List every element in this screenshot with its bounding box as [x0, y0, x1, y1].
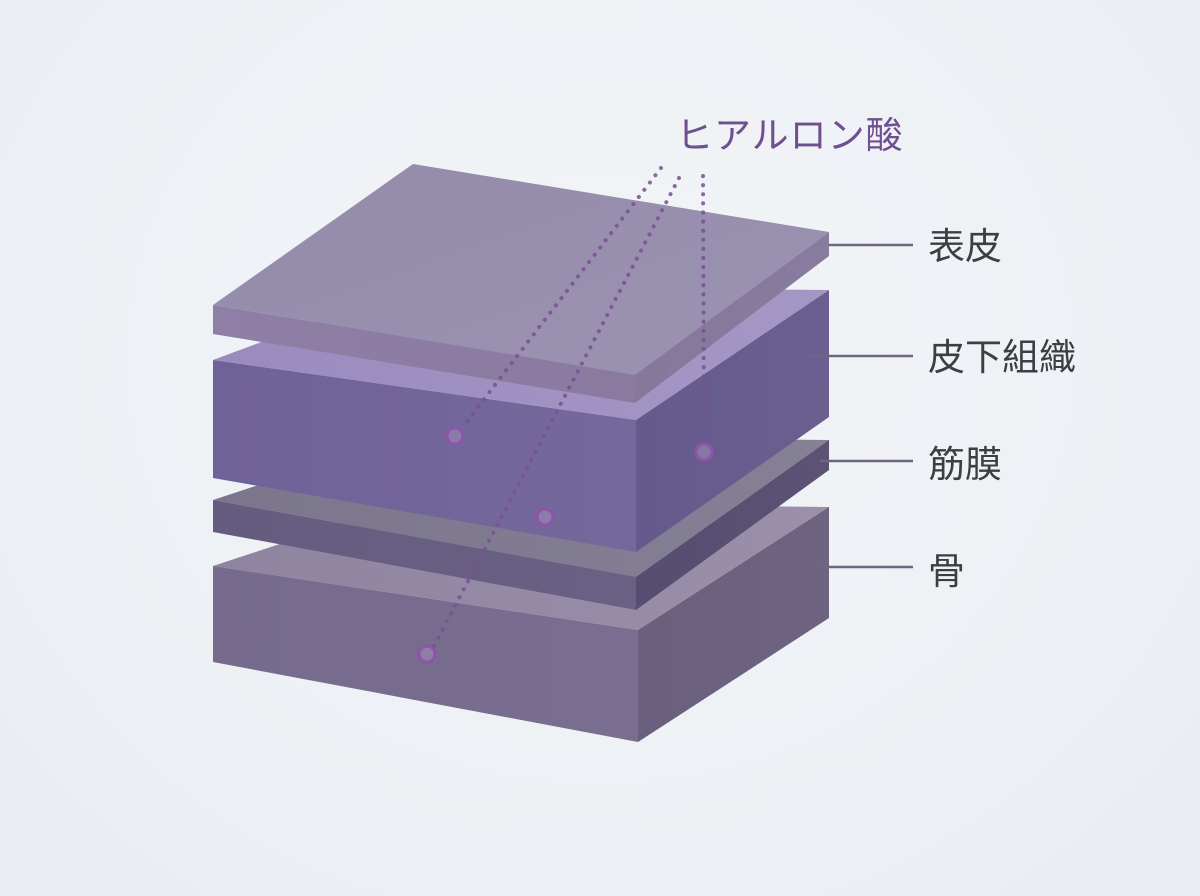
label-bone: 骨: [928, 550, 965, 593]
label-subcutaneous-tissue: 皮下組織: [928, 336, 1076, 379]
label-epidermis: 表皮: [928, 225, 1002, 268]
marker-circle-icon: [445, 426, 465, 446]
hyaluronic-acid-pointers: [432, 166, 706, 648]
marker-circle-icon: [417, 644, 437, 664]
dotted-pointer-2: [432, 176, 681, 648]
dotted-pointer-3: [701, 174, 706, 445]
dotted-pointer-1: [460, 166, 663, 430]
label-fascia: 筋膜: [928, 443, 1002, 486]
diagram-title: ヒアルロン酸: [676, 114, 904, 157]
epidermis-layer: [213, 164, 829, 403]
hyaluronic-acid-markers: [417, 426, 714, 664]
marker-circle-icon: [694, 442, 714, 462]
label-leader-lines: [808, 243, 913, 569]
marker-circle-icon: [535, 507, 555, 527]
